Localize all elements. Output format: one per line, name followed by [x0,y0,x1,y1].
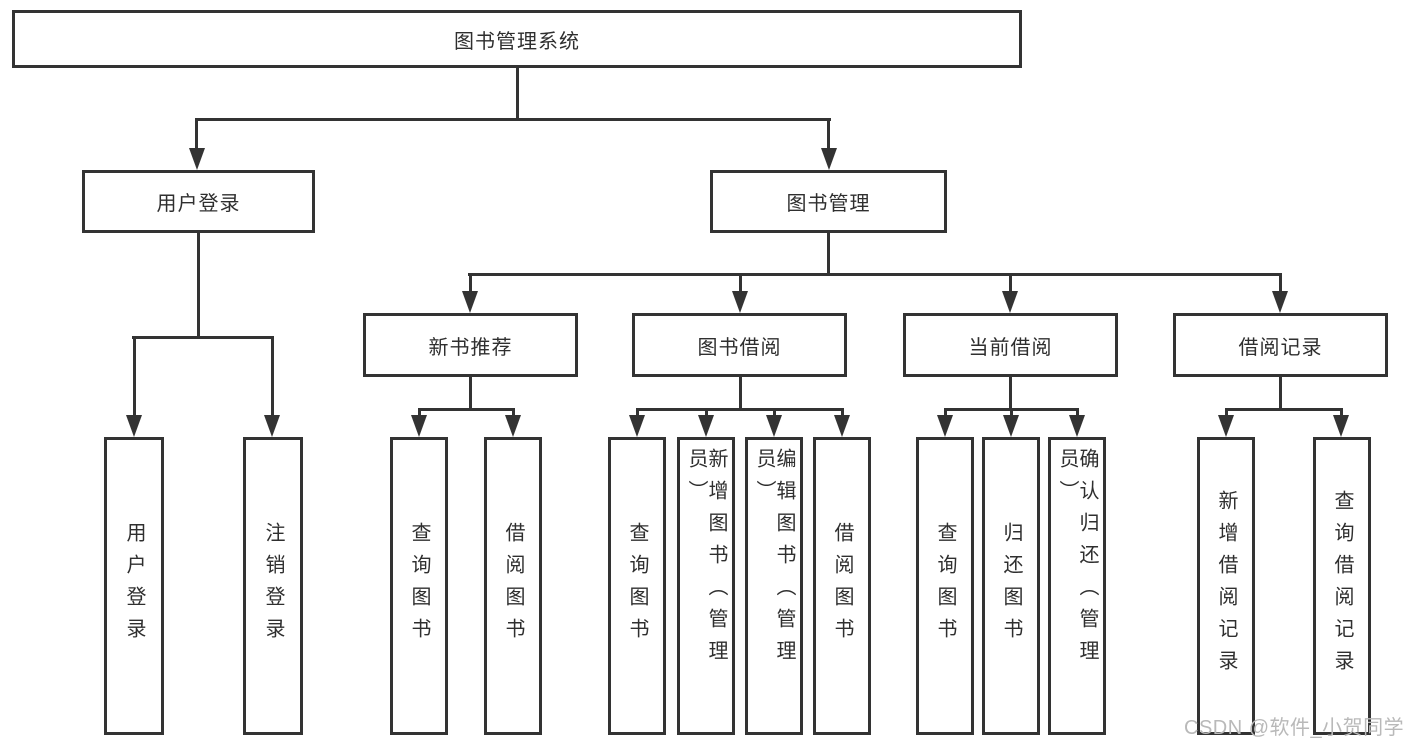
node-new-book-recommend: 新书推荐 [363,313,578,377]
leaf-newbook-borrow-books: 借阅图书 [484,437,542,735]
node-book-management: 图书管理 [710,170,947,233]
connector-root-rail [195,118,831,121]
connector-root-stem [516,66,519,120]
connector-leaf [1010,408,1013,418]
arrow-down-icon [1069,415,1085,437]
connector-leaf [705,408,708,418]
arrow-down-icon [505,415,521,437]
leaf-borrow-add-books-admin: 新增图书（管理员） [677,437,735,735]
arrow-down-icon [126,415,142,437]
arrow-down-icon [1002,291,1018,313]
arrow-down-icon [1003,415,1019,437]
leaf-current-return-books: 归还图书 [982,437,1040,735]
node-borrow-records: 借阅记录 [1173,313,1388,377]
leaf-borrow-borrow-books: 借阅图书 [813,437,871,735]
arrow-down-icon [264,415,280,437]
connector-leaf [418,408,421,418]
leaf-newbook-query-books: 查询图书 [390,437,448,735]
arrow-down-icon [629,415,645,437]
connector-to-borrow-records [1279,273,1282,293]
connector-to-leaf-logout [271,336,274,417]
leaf-records-query-record: 查询借阅记录 [1313,437,1371,735]
node-user-login: 用户登录 [82,170,315,233]
connector-to-current-borrow [1009,273,1012,293]
connector-to-leaf-user-login [133,336,136,417]
connector-newbook-rail [418,408,515,411]
connector-leaf [773,408,776,418]
arrow-down-icon [937,415,953,437]
csdn-watermark: CSDN @软件_小贺同学 [1184,717,1405,739]
arrow-down-icon [1218,415,1234,437]
arrow-down-icon [189,148,205,170]
connector-leaf [841,408,844,418]
leaf-borrow-query-books: 查询图书 [608,437,666,735]
connector-book-mgmt-rail [468,273,1282,276]
arrow-down-icon [1333,415,1349,437]
connector-leaf [1340,408,1343,418]
arrow-down-icon [766,415,782,437]
connector-newbook-stem [469,375,472,410]
arrow-down-icon [411,415,427,437]
arrow-down-icon [462,291,478,313]
connector-leaf [944,408,947,418]
connector-to-book-borrow [739,273,742,293]
connector-user-login-stem [197,231,200,338]
connector-book-mgmt-stem [827,231,830,275]
arrow-down-icon [732,291,748,313]
arrow-down-icon [821,148,837,170]
arrow-down-icon [1272,291,1288,313]
leaf-logout: 注销登录 [243,437,303,735]
connector-leaf [1225,408,1228,418]
connector-current-stem [1009,375,1012,410]
connector-records-rail [1225,408,1342,411]
leaf-borrow-edit-books-admin: 编辑图书（管理员） [745,437,803,735]
connector-records-stem [1279,375,1282,410]
connector-leaf [512,408,515,418]
arrow-down-icon [698,415,714,437]
node-book-borrow: 图书借阅 [632,313,847,377]
leaf-records-add-record: 新增借阅记录 [1197,437,1255,735]
connector-user-login-rail [132,336,274,339]
connector-leaf [1076,408,1079,418]
leaf-current-confirm-return-admin: 确认归还（管理员） [1048,437,1106,735]
connector-borrow-rail [636,408,844,411]
connector-to-book-management [827,118,830,150]
connector-to-new-book [469,273,472,293]
leaf-user-login: 用户登录 [104,437,164,735]
leaf-current-query-books: 查询图书 [916,437,974,735]
node-root: 图书管理系统 [12,10,1022,68]
arrow-down-icon [834,415,850,437]
connector-borrow-stem [739,375,742,410]
connector-leaf [636,408,639,418]
node-current-borrow: 当前借阅 [903,313,1118,377]
connector-to-user-login [195,118,198,150]
